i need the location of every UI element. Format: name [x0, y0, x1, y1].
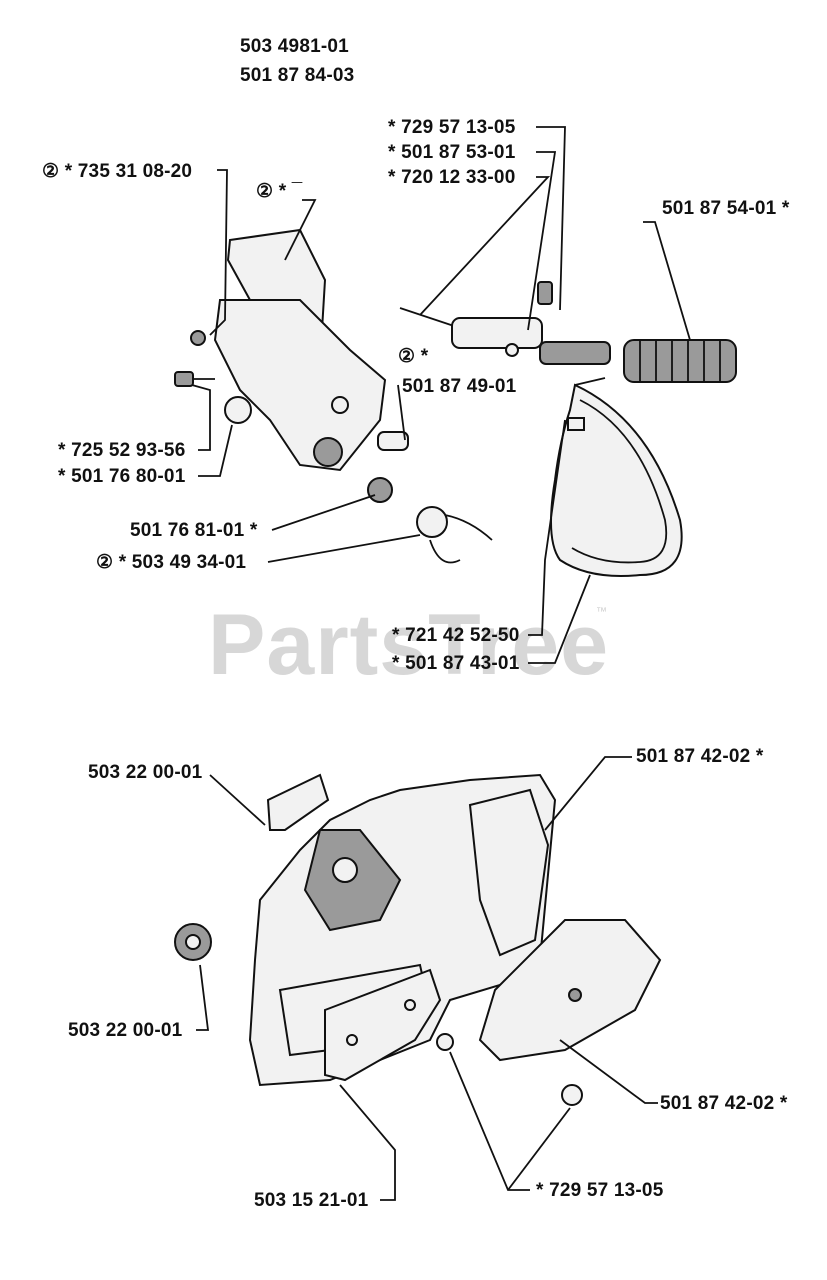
part-label-501-87-49-01[interactable]: 501 87 49-01	[402, 376, 517, 397]
brake-band-part	[550, 377, 683, 577]
part-label-501-76-80-01[interactable]: * 501 76 80-01	[58, 466, 186, 487]
spring-part	[623, 339, 737, 383]
part-label-501-87-42-02-a[interactable]: 501 87 42-02 *	[636, 746, 764, 767]
part-label-503-15-21-01[interactable]: 503 15 21-01	[254, 1190, 369, 1211]
part-label-735-31-08-20[interactable]: ② * 735 31 08-20	[42, 161, 193, 182]
side-bar-plate-part	[324, 968, 442, 1082]
model-number-b: 501 87 84-03	[240, 65, 355, 86]
part-label-501-87-54-01[interactable]: 501 87 54-01 *	[662, 198, 790, 219]
watermark: PartsTree	[208, 597, 610, 693]
part-label-503-22-00-01-a[interactable]: 503 22 00-01	[88, 762, 203, 783]
small-parts-upper-left	[174, 330, 493, 564]
part-label-501-87-53-01[interactable]: * 501 87 53-01	[388, 142, 516, 163]
clutch-cover-part	[248, 773, 557, 1087]
part-label-501-87-43-01[interactable]: * 501 87 43-01	[392, 653, 520, 674]
brake-linkage-parts	[399, 281, 611, 365]
part-label-unnumbered[interactable]: ② * ¯	[256, 181, 303, 202]
cover-extension-part	[478, 919, 662, 1062]
part-label-503-49-34-01[interactable]: ② * 503 49 34-01	[96, 552, 247, 573]
part-label-721-42-52-50[interactable]: * 721 42 52-50	[392, 625, 520, 646]
model-number-a: 503 4981-01	[240, 36, 349, 57]
part-label-729-57-13-05-top[interactable]: * 729 57 13-05	[388, 117, 516, 138]
part-label-501-76-81-01[interactable]: 501 76 81-01 *	[130, 520, 258, 541]
part-label-circled-mid[interactable]: ② *	[398, 346, 429, 367]
part-label-503-22-00-01-b[interactable]: 503 22 00-01	[68, 1020, 183, 1041]
part-label-501-87-42-02-b[interactable]: 501 87 42-02 *	[660, 1093, 788, 1114]
watermark-trademark: ™	[596, 606, 607, 618]
lower-small-parts	[174, 773, 583, 1106]
part-label-729-57-13-05-bottom[interactable]: * 729 57 13-05	[536, 1180, 664, 1201]
part-label-720-12-33-00[interactable]: * 720 12 33-00	[388, 167, 516, 188]
brake-handle-part	[213, 228, 387, 472]
part-label-725-52-93-56[interactable]: * 725 52 93-56	[58, 440, 186, 461]
